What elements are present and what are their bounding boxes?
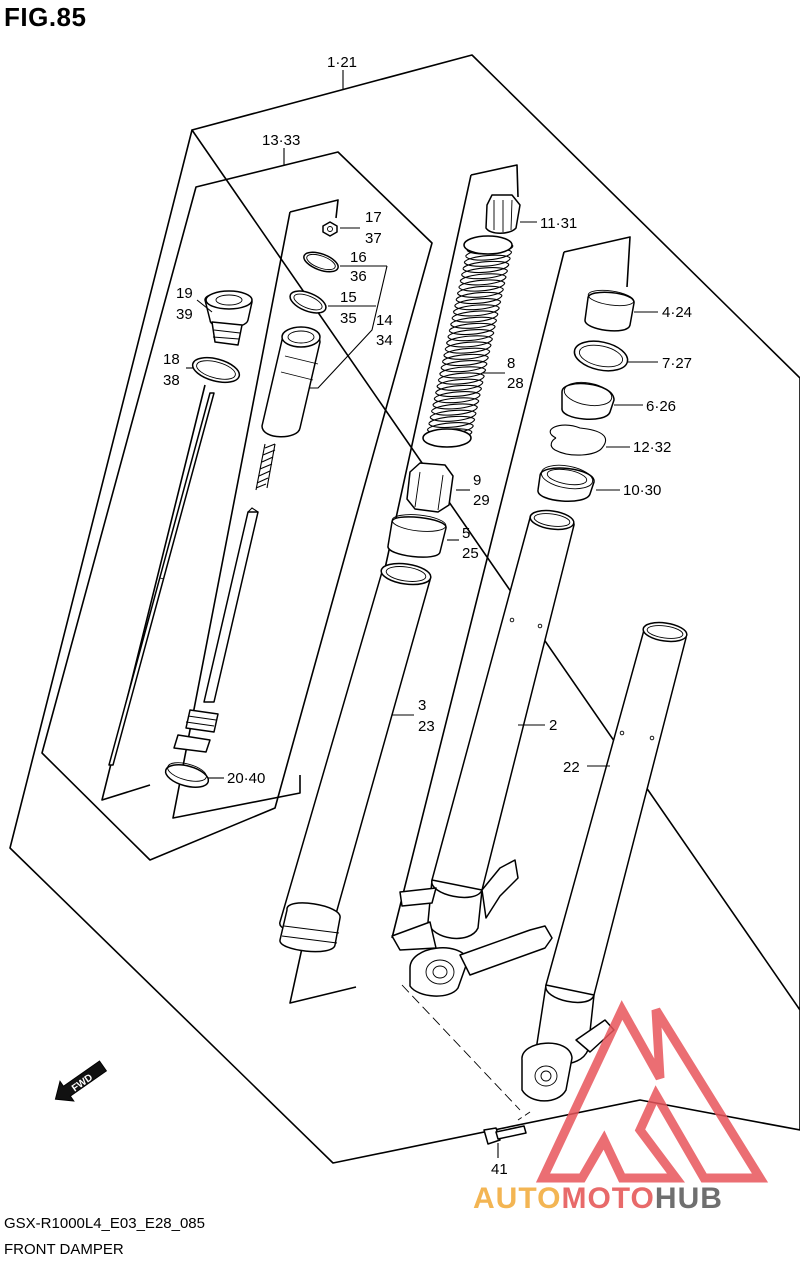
part-6-oil-seal <box>561 381 615 420</box>
callout-6-26: 6·26 <box>646 398 676 415</box>
watermark-hub: HUB <box>654 1182 723 1215</box>
callout-9: 9 <box>473 472 481 489</box>
diagram-section-name: FRONT DAMPER <box>4 1241 124 1258</box>
part-14-cartridge <box>261 326 321 438</box>
callout-22: 22 <box>563 759 580 776</box>
small-spring <box>255 443 276 491</box>
callout-36: 36 <box>350 268 367 285</box>
callout-19: 19 <box>176 285 193 302</box>
watermark-moto: MOTO <box>561 1182 655 1215</box>
part-7-washer <box>573 340 629 372</box>
fwd-direction-arrow: FWD <box>54 1060 108 1102</box>
callout-8: 8 <box>507 355 515 372</box>
callout-14: 14 <box>376 312 393 329</box>
push-rod <box>108 392 215 766</box>
part-3-outer-tube <box>279 562 432 953</box>
callout-4-24: 4·24 <box>662 304 692 321</box>
diagram-code: GSX-R1000L4_E03_E28_085 <box>4 1215 205 1232</box>
watermark-triangle-logo <box>535 1000 769 1183</box>
damper-rod <box>203 507 259 703</box>
part-17-nut <box>322 221 338 237</box>
part-11-fork-cap <box>485 194 521 234</box>
callout-29: 29 <box>473 492 490 509</box>
part-8-fork-spring <box>422 235 514 448</box>
part-16-o-ring <box>303 251 339 273</box>
callout-18: 18 <box>163 351 180 368</box>
callout-41: 41 <box>491 1161 508 1178</box>
callout-fork-assembly: 1·21 <box>327 54 357 71</box>
callout-10-30: 10·30 <box>623 482 661 499</box>
part-22-lower-fork <box>521 621 688 1102</box>
callout-34: 34 <box>376 332 393 349</box>
rod-valve-stack <box>173 709 219 753</box>
part-41-bolt <box>483 1125 527 1145</box>
callout-23: 23 <box>418 718 435 735</box>
part-4-bushing <box>584 289 635 332</box>
part-10-dust-seal <box>537 464 595 502</box>
spring-column-outline <box>391 236 631 939</box>
fork-assembly-outline <box>9 54 800 1164</box>
damper-assembly-outline <box>41 151 433 861</box>
callout-12-32: 12·32 <box>633 439 671 456</box>
callout-38: 38 <box>163 372 180 389</box>
callout-35: 35 <box>340 310 357 327</box>
part-20-o-ring <box>164 762 210 788</box>
callout-2: 2 <box>549 717 557 734</box>
callout-28: 28 <box>507 375 524 392</box>
part-9-collar <box>406 462 454 513</box>
callout-39: 39 <box>176 306 193 323</box>
callout-15: 15 <box>340 289 357 306</box>
figure-title: FIG.85 <box>4 2 87 32</box>
rod-group-outline <box>172 199 339 819</box>
callout-16: 16 <box>350 249 367 266</box>
callout-7-27: 7·27 <box>662 355 692 372</box>
callout-17: 17 <box>365 209 382 226</box>
callout-20-40: 20·40 <box>227 770 265 787</box>
callout-25: 25 <box>462 545 479 562</box>
callout-37: 37 <box>365 230 382 247</box>
part-19-cap-bolt <box>204 290 253 346</box>
part-5-bushing <box>387 514 447 558</box>
watermark-auto: AUTO <box>473 1182 562 1215</box>
callout-damper-assembly: 13·33 <box>262 132 300 149</box>
callout-11-31: 11·31 <box>540 215 577 232</box>
part-2-lower-fork <box>391 509 575 997</box>
part-12-circlip <box>549 424 607 456</box>
left-rod-outline <box>101 384 206 801</box>
callout-3: 3 <box>418 697 426 714</box>
outer-tube-group-outline <box>289 164 519 1004</box>
part-18-o-ring <box>191 356 241 384</box>
watermark-brand-text: AUTOMOTOHUB <box>473 1182 723 1216</box>
part-15-o-ring <box>289 290 327 314</box>
callout-5: 5 <box>462 525 470 542</box>
